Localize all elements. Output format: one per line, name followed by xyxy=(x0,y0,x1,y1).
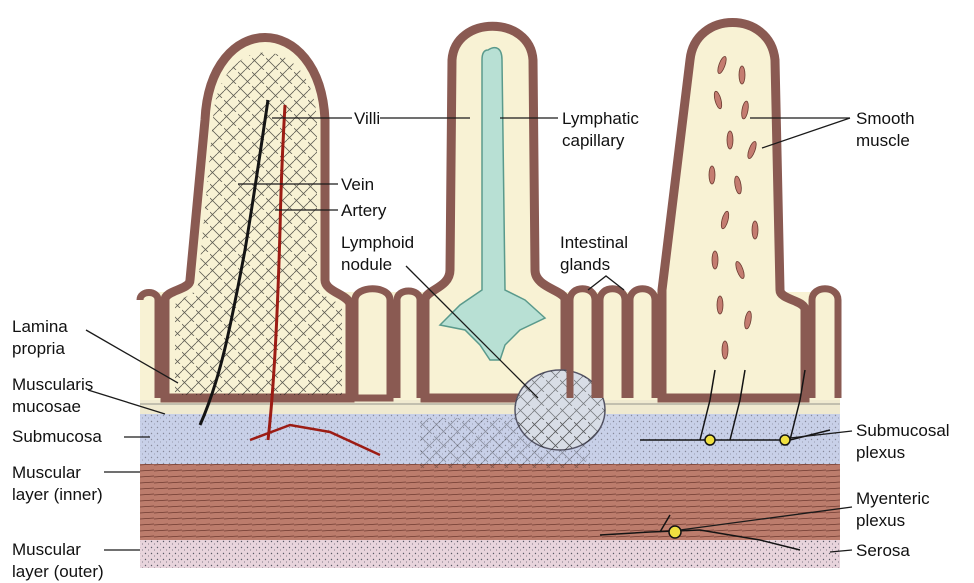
label-lymphoid-nodule: Lymphoid nodule xyxy=(341,232,414,276)
label-vein: Vein xyxy=(341,174,374,196)
label-serosa: Serosa xyxy=(856,540,910,562)
label-submucosa: Submucosa xyxy=(12,426,102,448)
villus-small xyxy=(355,289,390,398)
label-muscular-layer-inner: Muscular layer (inner) xyxy=(12,462,103,506)
label-muscularis-mucosae: Muscularis mucosae xyxy=(12,374,93,418)
label-myenteric-plexus: Myenteric plexus xyxy=(856,488,930,532)
label-smooth-muscle: Smooth muscle xyxy=(856,108,915,152)
label-submucosal-plexus: Submucosal plexus xyxy=(856,420,950,464)
label-artery: Artery xyxy=(341,200,386,222)
label-villi: Villi xyxy=(354,108,380,130)
label-muscular-layer-outer: Muscular layer (outer) xyxy=(12,539,104,583)
label-lymphatic-capillary: Lymphatic capillary xyxy=(562,108,639,152)
label-lamina-propria: Lamina propria xyxy=(12,316,68,360)
villus-smooth-muscle xyxy=(662,23,805,399)
label-intestinal-glands: Intestinal glands xyxy=(560,232,628,276)
